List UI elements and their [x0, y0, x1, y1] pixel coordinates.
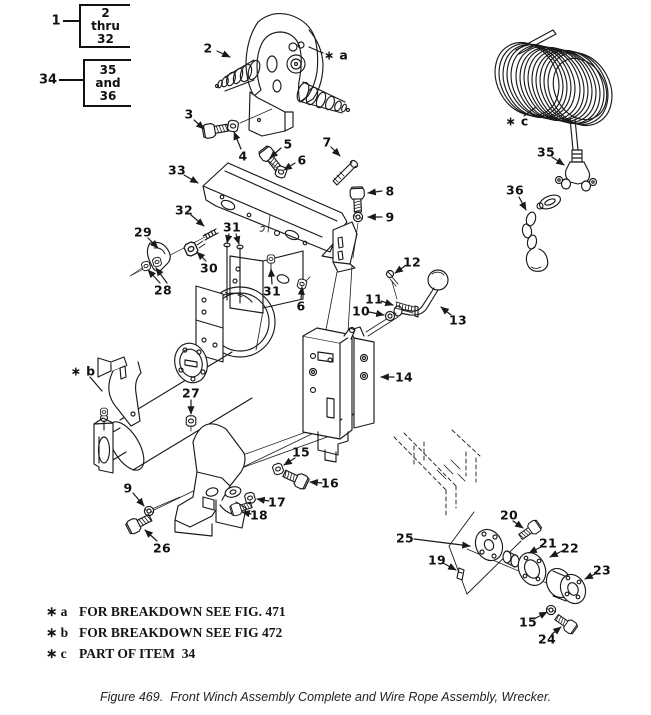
item-group-1-line: 32: [97, 31, 114, 46]
callout-26: 26: [153, 540, 171, 556]
callout-5: 5: [283, 136, 293, 152]
callout-9: 9: [385, 209, 395, 225]
callout-9: 9: [123, 480, 133, 496]
callout-6: 6: [296, 298, 306, 314]
item-group-34-line: and: [95, 75, 121, 90]
shift-lever-drawing: [365, 269, 449, 337]
item-group-34-bracket: 35 and 36: [83, 59, 131, 107]
callout-8: 8: [385, 183, 395, 199]
item-group-1-bracket: 2 thru 32: [79, 4, 130, 48]
callout-14: 14: [395, 369, 413, 385]
callout-4: 4: [238, 148, 248, 164]
callout-11: 11: [365, 291, 383, 307]
callout-18: 18: [250, 507, 268, 523]
upper-fasteners-drawing: [201, 119, 366, 304]
legend-text-a: FOR BREAKDOWN SEE FIG. 471: [79, 604, 286, 619]
item-group-34-line: 35: [99, 62, 117, 77]
callout-20: 20: [500, 507, 518, 523]
legend-star-b: ∗ b: [46, 625, 69, 640]
callout-star-b: ∗ b: [70, 363, 96, 379]
callout-27: 27: [182, 385, 200, 401]
support-foot-drawing: [174, 423, 247, 537]
callout-13: 13: [449, 312, 467, 328]
wire-rope-coil-drawing: [494, 29, 613, 210]
callout-12: 12: [403, 254, 421, 270]
callout-23: 23: [593, 562, 611, 578]
legend-text-c: PART OF ITEM 34: [79, 646, 196, 661]
callout-31: 31: [223, 219, 241, 235]
callout-17: 17: [268, 494, 286, 510]
callout-32: 32: [175, 202, 193, 218]
callout-7: 7: [322, 134, 332, 150]
leader-arrows: [89, 46, 596, 635]
callout-29: 29: [134, 224, 152, 240]
power-divider-assembly-drawing: [214, 12, 351, 137]
callout-36: 36: [506, 182, 524, 198]
item-group-1-connector: [63, 20, 79, 22]
callout-33: 33: [168, 162, 186, 178]
callout-24: 24: [538, 631, 556, 647]
callout-10: 10: [352, 303, 370, 319]
callout-35: 35: [537, 144, 555, 160]
callout-star-c: ∗ c: [505, 113, 529, 129]
coupling-inset-drawing: [393, 429, 587, 636]
legend-note-b: ∗ b FOR BREAKDOWN SEE FIG 472: [46, 625, 282, 641]
item-group-34-connector: [59, 79, 83, 81]
callout-16: 16: [321, 475, 339, 491]
item-group-1-label: 1: [51, 13, 61, 29]
callout-31: 31: [263, 283, 281, 299]
callout-25: 25: [396, 530, 414, 546]
channel-beam-drawing: [202, 162, 358, 351]
legend-note-c: ∗ c PART OF ITEM 34: [46, 646, 195, 662]
winch-body-drawing: [107, 285, 375, 511]
callout-21: 21: [539, 535, 557, 551]
callout-30: 30: [200, 260, 218, 276]
item-group-34-label: 34: [38, 72, 58, 88]
callout-22: 22: [561, 540, 579, 556]
item-group-1-line: 2: [101, 5, 110, 20]
callout-star-a: ∗ a: [323, 47, 349, 63]
callout-19: 19: [428, 552, 446, 568]
legend-star-c: ∗ c: [46, 646, 67, 661]
callout-15: 15: [519, 614, 537, 630]
item-group-34-line: 36: [99, 88, 117, 103]
roller-bracket-drawing: [93, 356, 142, 474]
gearbox-block-drawing: [302, 326, 375, 463]
figure-caption: Figure 469. Front Winch Assembly Complet…: [99, 690, 552, 704]
legend-note-a: ∗ a FOR BREAKDOWN SEE FIG. 471: [46, 604, 286, 620]
callout-28: 28: [154, 282, 172, 298]
legend-text-b: FOR BREAKDOWN SEE FIG 472: [79, 625, 283, 640]
legend-star-a: ∗ a: [46, 604, 68, 619]
callout-6: 6: [297, 152, 307, 168]
hook-chain-drawing: [521, 211, 549, 272]
lower-fasteners-drawing: [124, 415, 311, 536]
callout-3: 3: [184, 106, 194, 122]
callout-15: 15: [292, 444, 310, 460]
callout-2: 2: [203, 40, 213, 56]
item-group-1-line: thru: [91, 18, 120, 33]
